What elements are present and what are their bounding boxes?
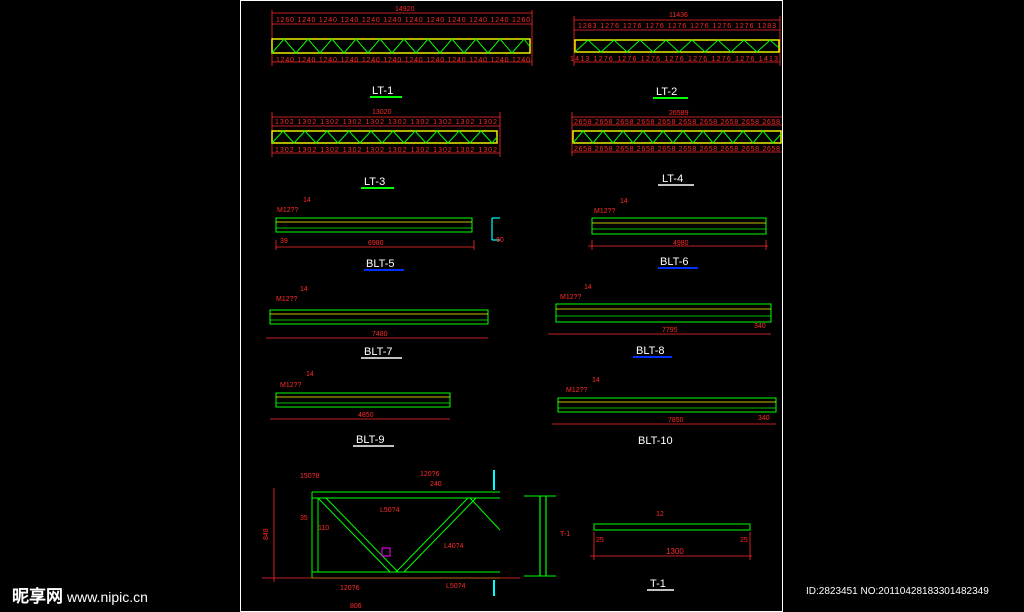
node-110: 110 xyxy=(318,525,329,532)
lt2-title: LT-2 xyxy=(656,86,677,98)
blt7-len: 7480 xyxy=(372,331,388,338)
lt2-total-dim: 11436 xyxy=(669,12,688,19)
blt8-title: BLT-8 xyxy=(636,345,665,357)
blt5-n14: 14 xyxy=(303,197,311,204)
image-id-line: ID:2823451 NO:20110428183301482349 xyxy=(806,586,989,597)
truss-lt3-dims xyxy=(271,112,501,157)
truss-lt2-body xyxy=(574,39,780,53)
truss-lt1 xyxy=(271,10,533,66)
lt4-title: LT-4 xyxy=(662,173,683,185)
truss-lt3-body xyxy=(271,130,498,144)
t1-12: 12 xyxy=(656,511,664,518)
lt1-total-dim: 14920 xyxy=(395,6,415,13)
truss-lt4-body xyxy=(572,130,782,144)
t1-len: 1300 xyxy=(666,547,684,556)
blt7-bolt: M12?? xyxy=(276,296,298,303)
blt8-len: 7795 xyxy=(662,327,678,334)
blt10-n14: 14 xyxy=(592,377,600,384)
blt10-len: 7850 xyxy=(668,417,684,424)
node-l50-b: L50?4 xyxy=(446,583,466,590)
sheet-border xyxy=(240,0,783,612)
t1-25a: 25 xyxy=(596,537,604,544)
node-detail xyxy=(262,470,520,596)
blt10-title: BLT-10 xyxy=(638,435,673,447)
truss-lt1-body xyxy=(271,38,531,54)
blt5-len: 6980 xyxy=(368,240,384,247)
blt9-title: BLT-9 xyxy=(356,434,385,446)
side-section xyxy=(524,495,556,577)
blt7-n14: 14 xyxy=(300,286,308,293)
t1-25b: 25 xyxy=(740,537,748,544)
node-240: 240 xyxy=(430,481,442,488)
beam-blt8 xyxy=(548,303,772,335)
blt9-bolt: M12?? xyxy=(280,382,302,389)
node-l50: L50?4 xyxy=(380,507,400,514)
blt6-bolt: M12?? xyxy=(594,208,616,215)
blt9-len: 4850 xyxy=(358,412,374,419)
truss-lt4-dims xyxy=(571,112,782,156)
watermark-site: www.nipic.cn xyxy=(67,589,148,605)
blt5-bolt: M12?? xyxy=(277,207,299,214)
beam-blt6 xyxy=(588,217,768,250)
beam-blt5 xyxy=(275,217,500,250)
blt7-title: BLT-7 xyxy=(364,346,393,358)
truss-lt2-dims xyxy=(573,16,781,66)
lt1-title: LT-1 xyxy=(372,85,393,97)
node-806: 806 xyxy=(350,603,362,610)
t1-side-label: T-1 xyxy=(560,531,570,538)
lt3-bot-dims: 1302 1302 1302 1302 1302 1302 1302 1302 … xyxy=(275,147,497,154)
t1-title: T-1 xyxy=(650,578,666,590)
lt2-bot-dims: 1413 1276 1276 1276 1276 1276 1276 1276 … xyxy=(570,56,778,63)
lt2-top-dims: 1283 1276 1276 1276 1276 1276 1276 1276 … xyxy=(578,23,776,30)
lt3-total-dim: 13020 xyxy=(372,109,392,116)
blt9-n14: 14 xyxy=(306,371,314,378)
lt4-total-dim: 26589 xyxy=(669,110,689,117)
node-l40: L40?4 xyxy=(444,543,464,550)
lt1-bot-dims: 1240 1240 1240 1240 1240 1240 1240 1240 … xyxy=(276,57,530,64)
blt10-340: 340 xyxy=(758,415,770,422)
node-12096-top: 120?6 xyxy=(420,471,440,478)
lt3-title: LT-3 xyxy=(364,176,385,188)
blt6-title: BLT-6 xyxy=(660,256,689,268)
node-848: 848 xyxy=(263,528,270,540)
beam-blt10 xyxy=(552,397,777,425)
watermark-cn: 昵享网 xyxy=(12,587,63,606)
blt5-60: 60 xyxy=(496,237,504,244)
blt10-bolt: M12?? xyxy=(566,387,588,394)
blt6-len: 4980 xyxy=(673,240,689,247)
lt1-top-dims: 1260 1240 1240 1240 1240 1240 1240 1240 … xyxy=(276,17,530,24)
blt6-n14: 14 xyxy=(620,198,628,205)
blt5-39: 39 xyxy=(280,238,288,245)
blt8-n14: 14 xyxy=(584,284,592,291)
blt8-bolt: M12?? xyxy=(560,294,582,301)
member-t1 xyxy=(590,523,752,560)
beam-blt7 xyxy=(266,309,489,339)
beam-blt9 xyxy=(270,392,451,420)
lt4-bot-dims: 2658 2658 2658 2658 2658 2658 2658 2658 … xyxy=(574,146,780,153)
node-15098: 150?8 xyxy=(300,473,320,480)
lt4-top-dims: 2658 2658 2658 2658 2658 2658 2658 2658 … xyxy=(574,119,780,126)
blt8-340: 340 xyxy=(754,323,766,330)
lt3-top-dims: 1302 1302 1302 1302 1302 1302 1302 1302 … xyxy=(275,119,497,126)
node-35: 35 xyxy=(300,515,308,522)
node-12096-bot: 120?6 xyxy=(340,585,360,592)
blt5-title: BLT-5 xyxy=(366,258,395,270)
